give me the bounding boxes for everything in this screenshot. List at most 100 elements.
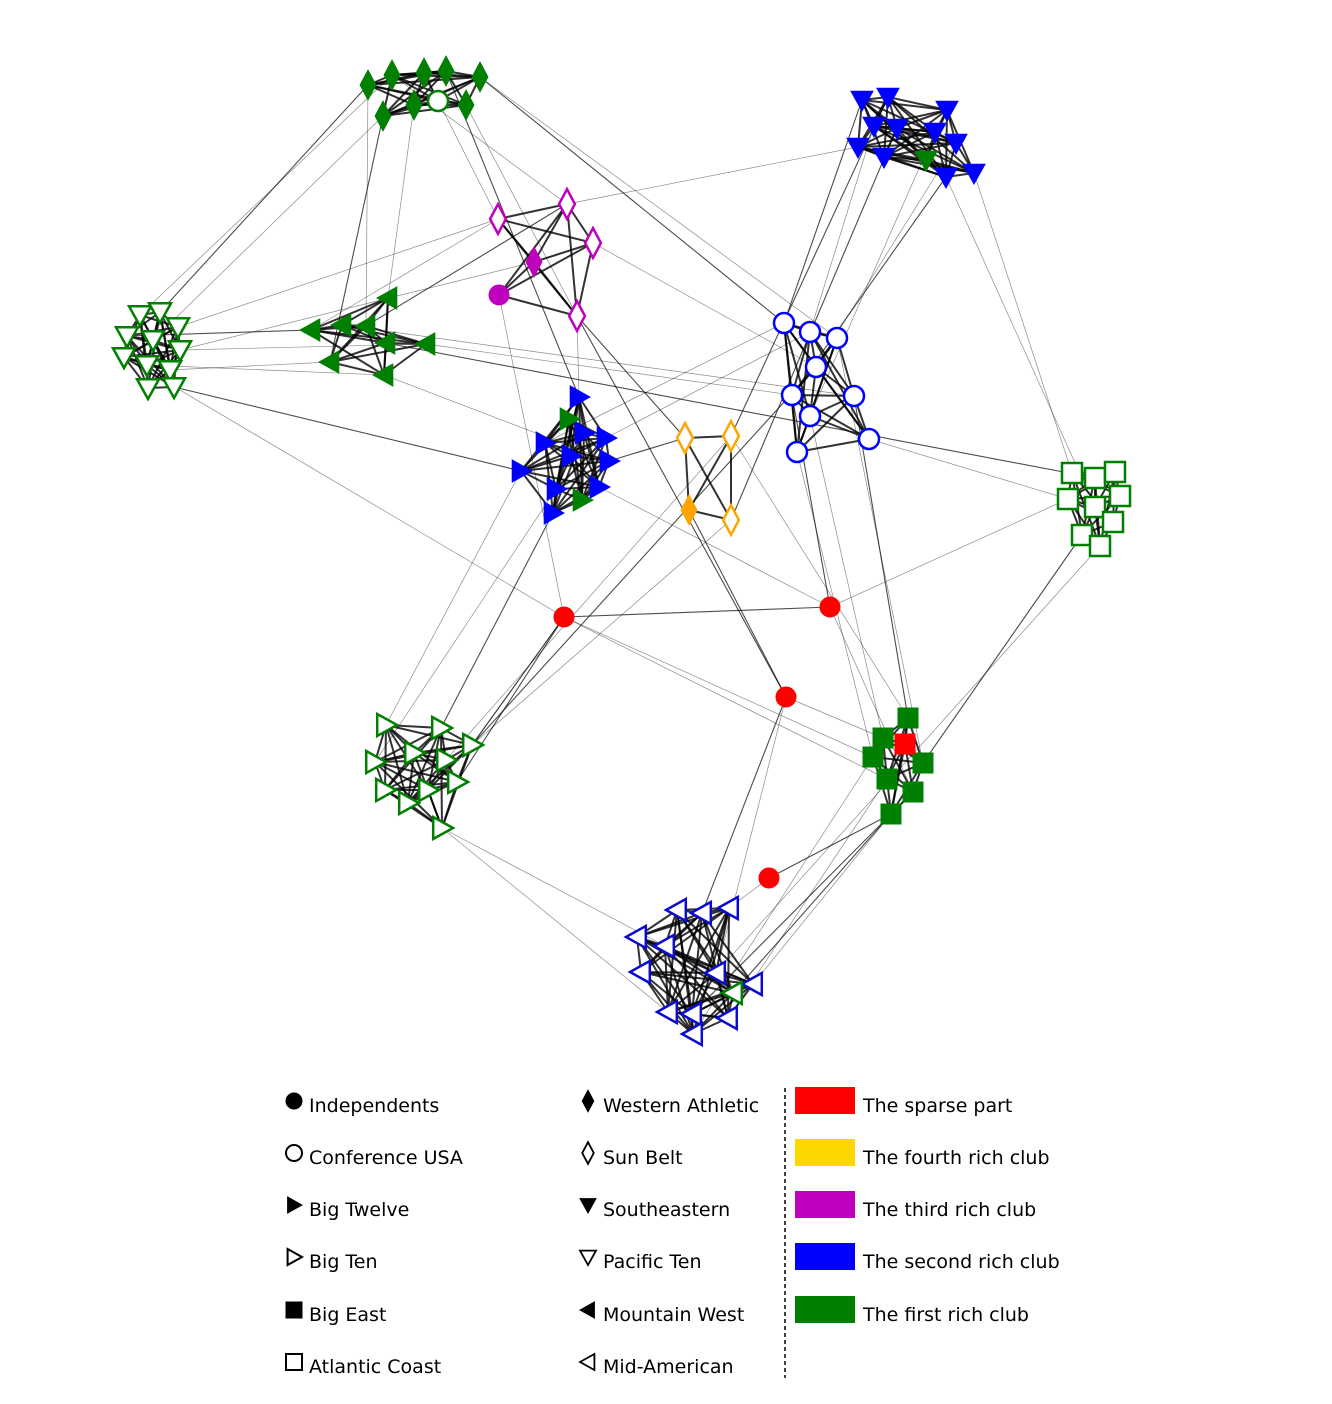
edge bbox=[796, 395, 855, 453]
second-club-mac-node bbox=[702, 959, 727, 987]
edge bbox=[691, 791, 914, 1015]
edge bbox=[640, 971, 754, 985]
edge bbox=[785, 696, 884, 739]
edge bbox=[809, 131, 936, 417]
edge bbox=[887, 96, 948, 111]
second-club-sec-node bbox=[923, 122, 947, 145]
edge bbox=[382, 72, 425, 117]
first-club-pac10-node bbox=[160, 376, 188, 401]
edge bbox=[498, 242, 594, 296]
edge bbox=[520, 396, 580, 472]
legend-color-swatch bbox=[795, 1191, 855, 1218]
edge bbox=[730, 435, 909, 719]
node-layer bbox=[110, 55, 1132, 1048]
filled-circle-icon bbox=[285, 1092, 303, 1110]
first-club-bigten-node bbox=[403, 739, 428, 767]
edge bbox=[857, 142, 957, 148]
edge bbox=[391, 74, 568, 205]
edge bbox=[853, 395, 909, 719]
first-club-mwc-node bbox=[317, 350, 340, 374]
legend-label-right-0: Western Athletic bbox=[603, 1095, 759, 1117]
edge bbox=[605, 331, 811, 439]
second-club-mac-node bbox=[627, 958, 652, 986]
edge bbox=[664, 945, 669, 1013]
legend-color-swatch bbox=[795, 1087, 855, 1114]
second-club-sec-node bbox=[846, 137, 870, 160]
legend-label-left-5: Atlantic Coast bbox=[309, 1356, 441, 1378]
legend-club-label-1: The fourth rich club bbox=[862, 1147, 1050, 1169]
edge bbox=[692, 756, 874, 1035]
edge bbox=[123, 349, 181, 358]
edge bbox=[425, 343, 793, 396]
second-club-sec-node bbox=[962, 163, 986, 186]
second-club-big12-node bbox=[599, 449, 622, 473]
second-club-cusa-node bbox=[842, 384, 866, 408]
edge bbox=[576, 315, 787, 698]
second-club-sec-node bbox=[935, 100, 959, 123]
edge bbox=[445, 70, 580, 398]
filled-down-triangle-icon bbox=[579, 1198, 597, 1215]
open-right-triangle-icon bbox=[286, 1247, 305, 1267]
third-club-indep-node bbox=[488, 284, 510, 306]
first-club-mwc-node bbox=[329, 313, 352, 337]
second-club-mac-node bbox=[714, 1004, 739, 1032]
second-club-mac-node bbox=[739, 970, 764, 998]
edge bbox=[783, 99, 863, 324]
edge bbox=[445, 435, 732, 761]
edge bbox=[310, 329, 427, 345]
first-club-mwc-node bbox=[375, 286, 398, 310]
edge bbox=[520, 432, 585, 472]
legend-color-swatch bbox=[795, 1296, 855, 1323]
legend-label-left-3: Big Ten bbox=[309, 1251, 378, 1273]
edge bbox=[563, 606, 831, 618]
edge bbox=[768, 813, 892, 879]
first-club-mwc-node bbox=[413, 332, 436, 356]
filled-right-triangle-icon bbox=[287, 1196, 304, 1214]
legend-label-right-4: Mountain West bbox=[603, 1304, 744, 1326]
first-club-pac10-node bbox=[156, 359, 184, 384]
first-club-pac10-node bbox=[139, 329, 167, 354]
sparse-indep-node bbox=[775, 686, 797, 708]
edge bbox=[664, 945, 734, 994]
edge bbox=[179, 261, 535, 351]
second-club-big12-node bbox=[574, 421, 597, 445]
first-club-bigten-node bbox=[435, 746, 460, 774]
open-circle-icon bbox=[285, 1144, 303, 1162]
edge bbox=[791, 394, 831, 608]
edge bbox=[497, 218, 594, 244]
second-club-cusa-node bbox=[798, 404, 822, 428]
edge bbox=[471, 519, 732, 746]
fourth-club-sunbelt-node bbox=[721, 502, 741, 538]
first-club-wac-node bbox=[405, 89, 423, 121]
edge bbox=[471, 616, 565, 746]
edge bbox=[640, 907, 730, 973]
edge bbox=[608, 437, 686, 462]
sparse-indep-node bbox=[758, 867, 780, 889]
open-down-triangle-icon bbox=[578, 1249, 598, 1267]
third-club-sunbelt-node bbox=[557, 186, 577, 222]
edge bbox=[441, 827, 669, 1013]
first-club-bigten-node bbox=[375, 711, 400, 739]
legend-label-right-5: Mid-American bbox=[603, 1356, 734, 1378]
legend-label-left-0: Independents bbox=[309, 1095, 439, 1117]
first-club-acc-node bbox=[1056, 487, 1080, 511]
edge bbox=[566, 146, 859, 205]
edge bbox=[636, 936, 694, 1035]
second-club-mac-node bbox=[654, 998, 679, 1026]
legend-club-label-3: The second rich club bbox=[862, 1251, 1060, 1273]
edge bbox=[385, 470, 522, 726]
first-club-bigeast-node bbox=[880, 803, 902, 825]
first-club-acc-node bbox=[1103, 460, 1127, 484]
second-club-cusa-node bbox=[772, 311, 796, 335]
second-club-mac-node bbox=[663, 896, 688, 924]
edge bbox=[471, 366, 817, 746]
fourth-club-wac-node bbox=[680, 494, 698, 526]
edge bbox=[159, 84, 369, 313]
second-club-sec-node bbox=[885, 118, 909, 141]
open-diamond-icon bbox=[581, 1140, 595, 1166]
edge bbox=[479, 76, 838, 339]
legend-club-label-0: The sparse part bbox=[862, 1095, 1012, 1117]
edge bbox=[640, 971, 734, 994]
edge bbox=[471, 616, 565, 746]
